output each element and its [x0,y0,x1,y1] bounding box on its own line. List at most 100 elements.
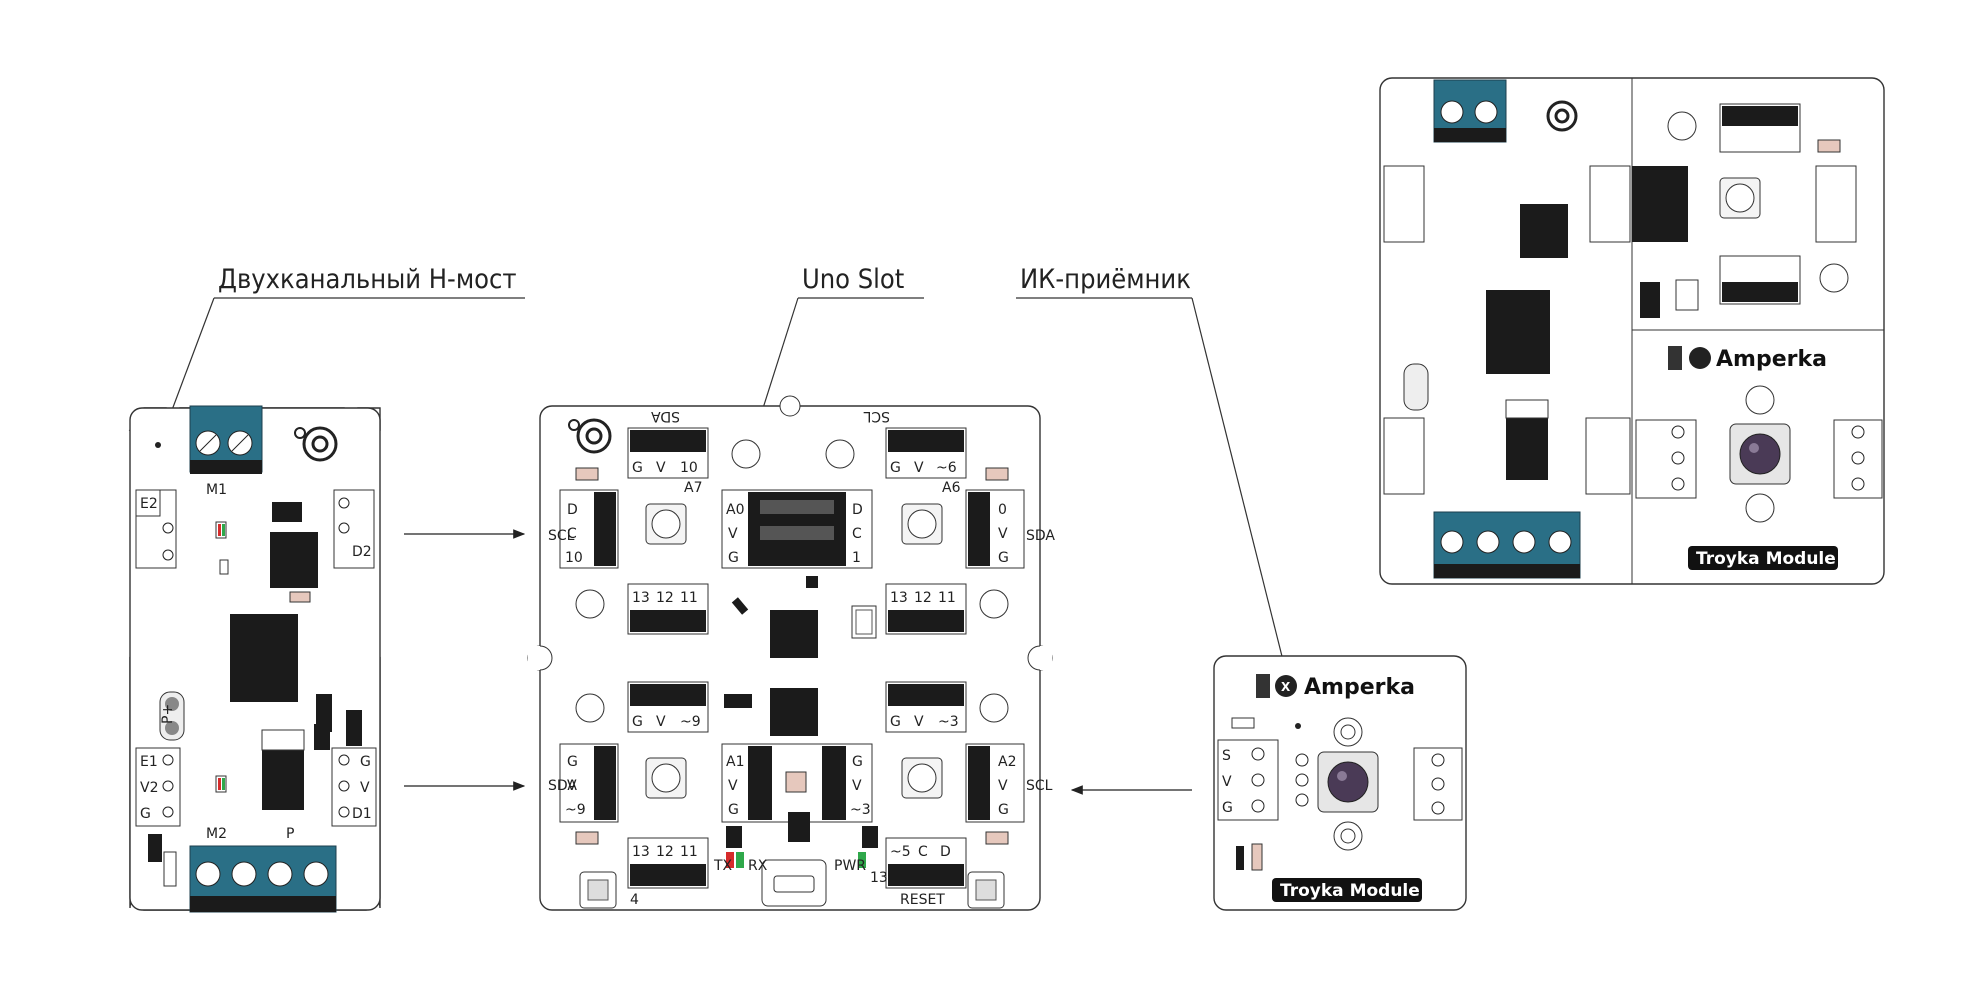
row6-left-11: 11 [680,844,698,860]
row2-right-g: G [998,550,1009,566]
row6-left-12: 12 [656,844,674,860]
row5-a1: A1 [726,754,744,770]
callout-hbridge: Двухканальный H-мост [159,264,525,443]
callout-unoslot: Uno Slot [757,264,924,425]
row4-right-g: G [890,714,901,730]
row4-right-v: V [914,714,924,730]
label-e2: E2 [140,496,158,512]
label-p: P [286,826,294,842]
mcu-chip [230,614,298,702]
label-m1: M1 [206,482,227,498]
label-sda-top: SDA [651,408,680,424]
row5-left-g: G [567,754,578,770]
row4-left-9: ~9 [680,714,701,730]
troyka-badge [1272,878,1422,902]
label-4: 4 [630,892,639,908]
label-v2: V2 [140,780,158,796]
assembled-badge: Troyka Module [1696,549,1836,569]
assembled-board: Amperka Troyka Module [1379,77,1885,585]
label-a6: A6 [942,480,961,496]
label-e1: E1 [140,754,158,770]
row5-left-v: V [567,778,577,794]
row5-a2: A2 [998,754,1016,770]
row2-left-10: 10 [565,550,583,566]
unoslot-board: G V 10 SDA A7 G V ~6 SCL A6 D C 10 SCL A… [527,395,1055,911]
row6-left-13: 13 [632,844,650,860]
row6-right-d: D [940,844,951,860]
label-reset: RESET [900,892,945,908]
row2-left-c: C [567,526,577,542]
label-m2: M2 [206,826,227,842]
row2-right-v: V [998,526,1008,542]
top-right-v: V [914,460,924,476]
row2-left-d: D [567,502,578,518]
center-a0: A0 [726,502,744,518]
top-left-g: G [632,460,643,476]
ir-board: X Amperka S V G Troyka Module [1213,655,1467,911]
row5-left-9: ~9 [565,802,586,818]
label-scl-top: SCL [863,408,890,424]
label-d1: D1 [352,806,372,822]
assembled-brand: Amperka [1716,347,1827,372]
top-right-6: ~6 [936,460,957,476]
row6-right-5: ~5 [890,844,911,860]
row4-left-g: G [632,714,643,730]
top-right-g: G [890,460,901,476]
label-pwr: PWR [834,858,866,874]
label-scl-right: SCL [1026,778,1053,794]
center-v: V [728,526,738,542]
center-c: C [852,526,862,542]
row5-a2-g: G [998,802,1009,818]
amperka-brand-icon: X [1256,674,1297,698]
svg-text:X: X [1281,680,1291,694]
ir-pin-v: V [1222,774,1232,790]
row5-a1-g: G [728,802,739,818]
top-left-v: V [656,460,666,476]
label-a7: A7 [684,480,702,496]
callout-unoslot-label: Uno Slot [802,264,904,295]
label-rx: RX [748,858,768,874]
ir-pin-s: S [1222,748,1231,764]
label-scl-left: SCL [548,528,575,544]
row3-left-11: 11 [680,590,698,606]
label-p-plus: P+ [160,704,176,724]
callout-hbridge-label: Двухканальный H-мост [218,264,517,295]
label-g-left: G [140,806,151,822]
hbridge-board: M1 E2 D2 P+ E [128,405,381,913]
ir-pin-g: G [1222,800,1233,816]
row3-left-12: 12 [656,590,674,606]
label-tx: TX [713,858,733,874]
row3-right-12: 12 [914,590,932,606]
center-d: D [852,502,863,518]
mcu-chip [770,610,818,658]
amperka-logo-icon [568,418,612,454]
label-sda-left: SDA [548,778,577,794]
label-v-right: V [360,780,370,796]
label-13: 13 [870,870,888,886]
callout-ir: ИК-приёмник [1016,264,1301,729]
center-1: 1 [852,550,861,566]
usb-chip [770,688,818,736]
row3-right-13: 13 [890,590,908,606]
top-left-10: 10 [680,460,698,476]
ir-brand: Amperka [1304,675,1415,700]
row4-right-3: ~3 [938,714,959,730]
driver-chip [270,532,318,588]
row4-left-v: V [656,714,666,730]
row6-right-c: C [918,844,928,860]
ir-badge: Troyka Module [1280,881,1420,901]
row5-g3-g: G [852,754,863,770]
row5-g3-3: ~3 [850,802,871,818]
row3-left-13: 13 [632,590,650,606]
center-g: G [728,550,739,566]
row2-right-0: 0 [998,502,1007,518]
row5-a1-v: V [728,778,738,794]
label-sda-right: SDA [1026,528,1055,544]
row3-right-11: 11 [938,590,956,606]
row5-g3-v: V [852,778,862,794]
amperka-logo-icon [294,426,338,462]
callout-ir-label: ИК-приёмник [1020,264,1191,295]
label-g-right: G [360,754,371,770]
row5-a2-v: V [998,778,1008,794]
